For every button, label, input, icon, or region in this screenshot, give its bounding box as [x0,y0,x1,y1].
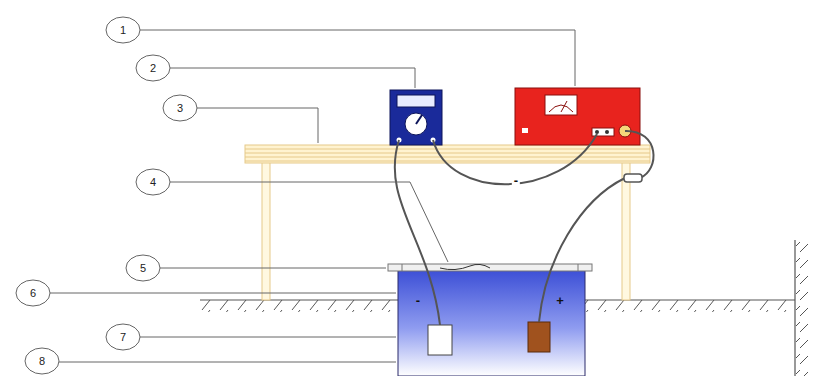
callout-number: 4 [150,177,156,188]
power-supply [515,88,640,145]
callout-number: 2 [150,63,156,74]
cathode [428,325,452,355]
clip [624,174,642,182]
electrolysis-tank [388,264,592,376]
wires [395,131,654,325]
copper-anode [528,322,550,352]
wall [795,240,808,376]
callout-number: 5 [140,263,146,274]
callout-number: 1 [120,25,126,36]
polarity-sign: + [554,294,566,307]
polarity-sign: - [512,174,520,187]
callout-number: 8 [39,356,45,367]
callout-number: 6 [30,288,36,299]
callout-number: 7 [120,332,126,343]
callouts [16,17,575,374]
multimeter [390,90,442,145]
polarity-sign: - [414,294,422,307]
callout-number: 3 [177,103,183,114]
